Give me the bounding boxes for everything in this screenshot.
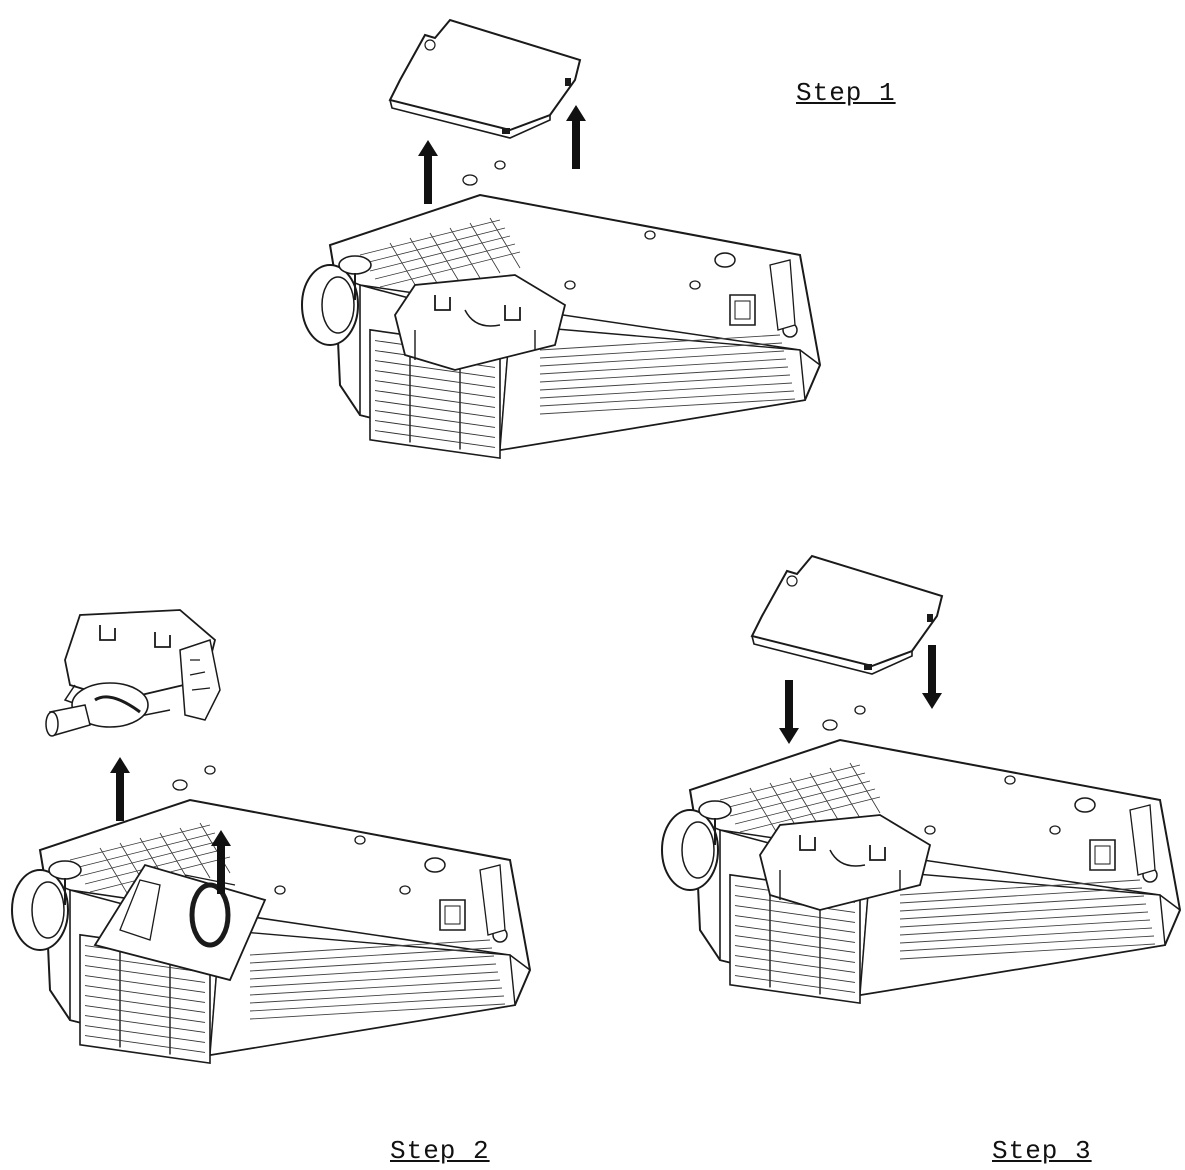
lamp-module-removed	[46, 610, 220, 736]
step1-illustration	[301, 19, 821, 460]
arrow-up-right-step1	[566, 105, 586, 169]
step2-illustration	[11, 610, 531, 1065]
lamp-cover-step1	[389, 19, 581, 139]
arrow-up-left-step2	[110, 757, 130, 821]
step-2-label: Step 2	[390, 1136, 490, 1166]
step-3-label: Step 3	[992, 1136, 1092, 1166]
step-1-label: Step 1	[796, 78, 896, 108]
arrow-up-left-step1	[418, 140, 438, 204]
arrow-down-right-step3	[922, 645, 942, 709]
arrow-down-left-step3	[779, 680, 799, 744]
projector-step2	[11, 765, 531, 1065]
step3-illustration	[661, 555, 1181, 1005]
lamp-cover-step3	[751, 555, 943, 675]
